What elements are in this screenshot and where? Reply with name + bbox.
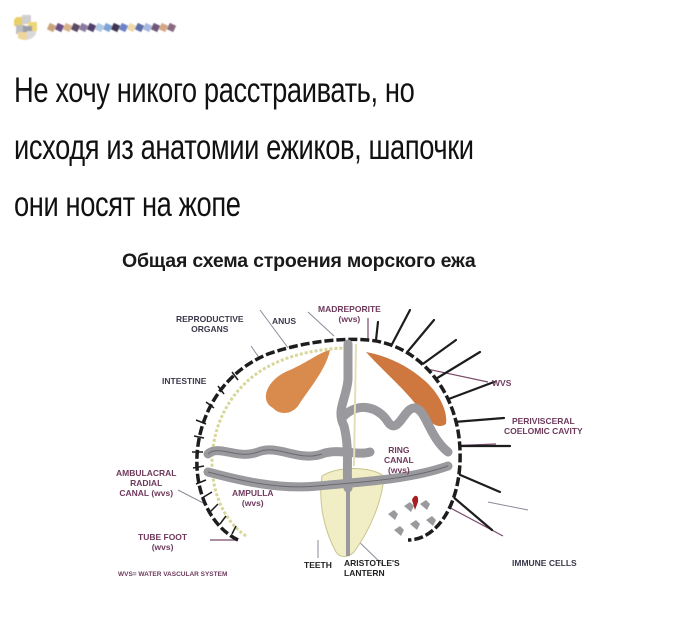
label-line: PERIVISCERAL — [511, 416, 575, 426]
post-header — [12, 14, 177, 40]
label-line: MADREPORITE — [318, 304, 381, 314]
label-line: CANAL — [384, 455, 414, 465]
label-line: REPRODUCTIVE — [176, 314, 244, 324]
label-line: AMPULLA — [232, 488, 274, 498]
label-immune-cells: IMMUNE CELLS — [512, 558, 577, 568]
label-line: RING — [388, 445, 410, 455]
label-ampulla: AMPULLA (wvs) — [232, 488, 274, 508]
label-anus: ANUS — [272, 316, 297, 326]
post-text-line: исходя из анатомии ежиков, шапочки — [14, 128, 474, 167]
label-teeth: TEETH — [304, 560, 332, 570]
label-line: ARISTOTLE'S — [344, 558, 400, 568]
label-line: (wvs) — [388, 465, 410, 475]
avatar[interactable] — [12, 14, 38, 40]
anatomy-illustration — [177, 308, 529, 566]
author-name[interactable] — [46, 22, 177, 32]
label-reproductive-organs: REPRODUCTIVE ORGANS — [176, 314, 244, 334]
label-line: (wvs) — [151, 542, 174, 552]
label-line: AMBULACRAL — [116, 468, 177, 478]
post-text-line: они носят на жопе — [14, 185, 241, 224]
label-madreporite: MADREPORITE (wvs) — [318, 304, 381, 324]
label-ambulacral-radial-canal: AMBULACRAL RADIAL CANAL (wvs) — [116, 468, 176, 498]
label-aristotles-lantern: ARISTOTLE'S LANTERN — [344, 558, 400, 578]
label-tube-foot: TUBE FOOT (wvs) — [138, 532, 187, 552]
label-perivisceral-coelomic-cavity: PERIVISCERAL COELOMIC CAVITY — [504, 416, 583, 436]
label-line: TUBE FOOT — [138, 532, 188, 542]
post-text-line: Не хочу никого расстраивать, но — [14, 71, 415, 110]
label-line: (wvs) — [241, 498, 264, 508]
label-line: (wvs) — [338, 314, 361, 324]
label-line: LANTERN — [344, 568, 385, 578]
label-wvs: WVS — [492, 378, 512, 388]
sea-urchin-diagram: Общая схема строения морского ежа — [108, 240, 618, 620]
label-line: COELOMIC CAVITY — [504, 426, 583, 436]
legend-wvs: WVS= WATER VASCULAR SYSTEM — [118, 571, 228, 578]
post-text: Не хочу никого расстраивать, но исходя и… — [14, 62, 544, 233]
label-ring-canal: RING CANAL (wvs) — [384, 445, 414, 475]
diagram-title: Общая схема строения морского ежа — [122, 250, 476, 272]
label-line: RADIAL — [130, 478, 163, 488]
label-line: ORGANS — [191, 324, 229, 334]
label-line: CANAL (wvs) — [119, 488, 174, 498]
label-intestine: INTESTINE — [162, 376, 207, 386]
